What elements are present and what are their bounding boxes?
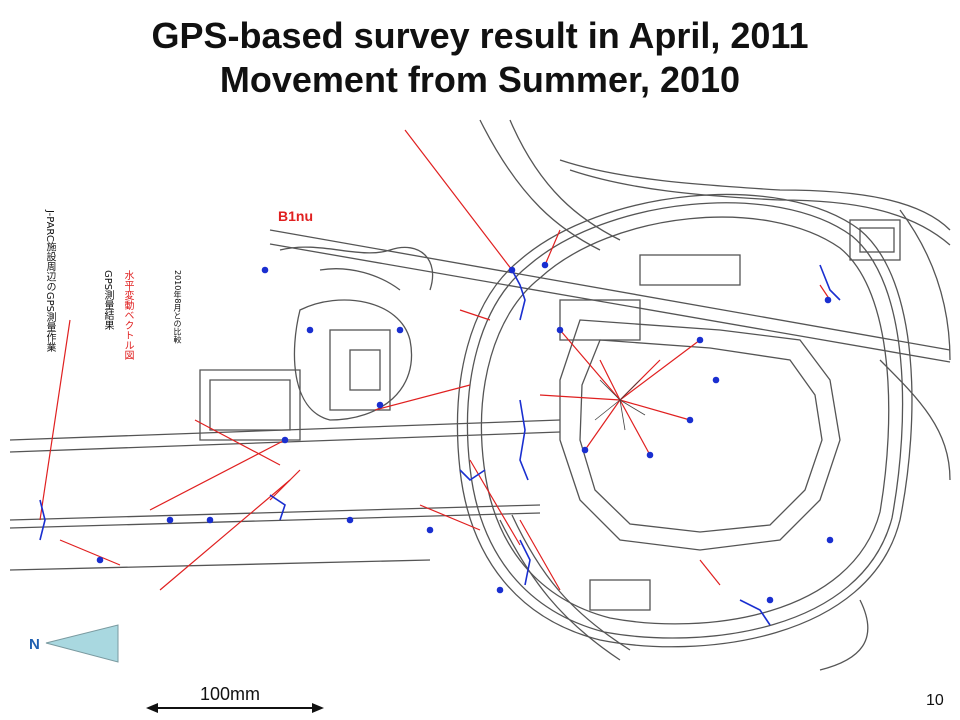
north-label: N xyxy=(29,636,40,653)
displacement-vectors xyxy=(39,129,831,591)
legend-vector-title: 水平変動ベクトル図 xyxy=(122,270,133,360)
point-label-b1nu: B1nu xyxy=(278,208,313,224)
scale-bar xyxy=(146,703,324,713)
slide-title: GPS-based survey result in April, 2011 M… xyxy=(0,14,960,102)
map-legend-vertical-text: J-PARC施設周辺のGPS測量作業 GPS測量結果 水平変動ベクトル図 201… xyxy=(42,210,192,400)
survey-points xyxy=(39,261,841,626)
legend-subtitle: GPS測量結果 xyxy=(102,270,113,331)
central-hub xyxy=(594,379,646,431)
page-number: 10 xyxy=(926,692,944,709)
legend-title: J-PARC施設周辺のGPS測量作業 xyxy=(44,210,55,352)
north-arrow-icon xyxy=(45,624,119,663)
title-line-1: GPS-based survey result in April, 2011 xyxy=(151,15,809,56)
legend-comparison: 2010年8月との比較 xyxy=(173,270,182,344)
scale-label: 100mm xyxy=(200,684,261,704)
title-line-2: Movement from Summer, 2010 xyxy=(219,59,741,100)
